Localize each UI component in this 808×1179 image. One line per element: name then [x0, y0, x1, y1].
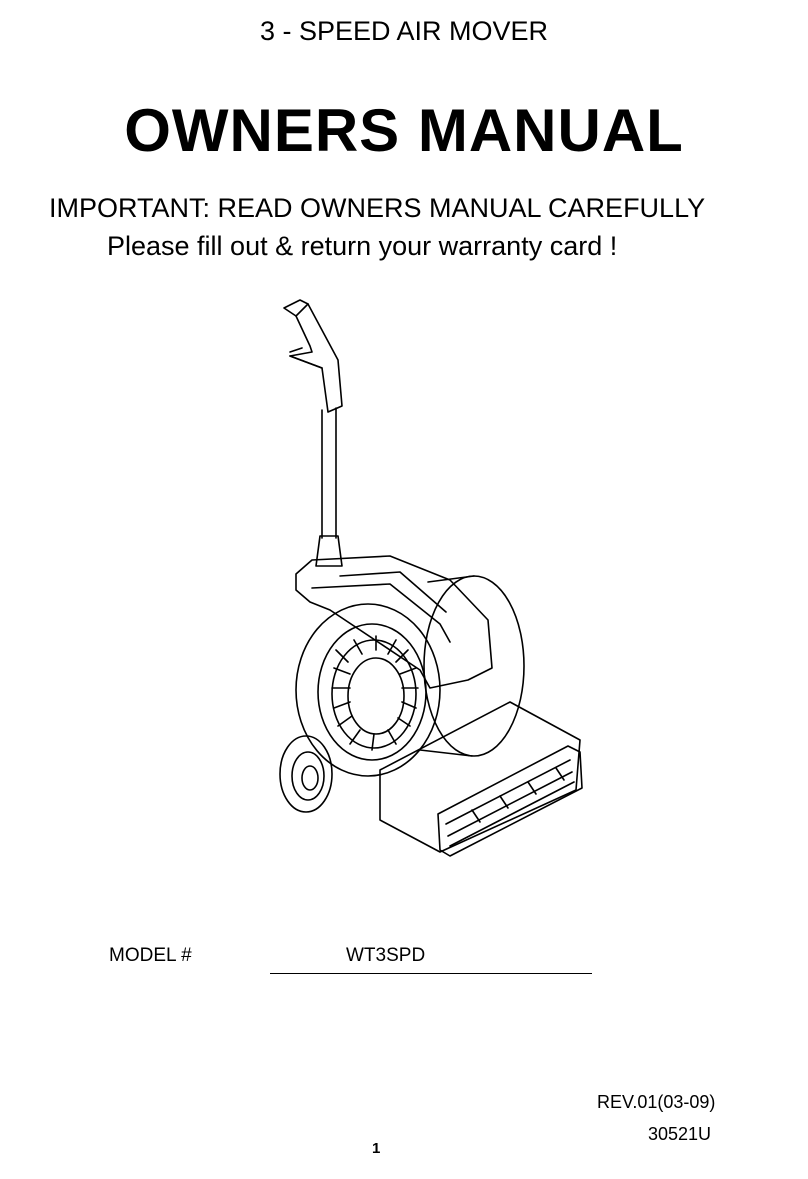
warranty-notice: Please fill out & return your warranty c…	[107, 231, 618, 261]
page-title: OWNERS MANUAL	[124, 97, 684, 164]
part-number: 30521U	[648, 1124, 712, 1144]
model-underline	[270, 973, 592, 974]
page-number: 1	[372, 1140, 381, 1157]
air-mover-illustration	[279, 299, 583, 857]
product-subtitle: 3 - SPEED AIR MOVER	[259, 16, 549, 46]
important-notice: IMPORTANT: READ OWNERS MANUAL CAREFULLY	[49, 193, 706, 223]
revision-code: REV.01(03-09)	[597, 1092, 716, 1112]
model-number: WT3SPD	[346, 945, 426, 966]
model-label: MODEL #	[109, 945, 192, 966]
